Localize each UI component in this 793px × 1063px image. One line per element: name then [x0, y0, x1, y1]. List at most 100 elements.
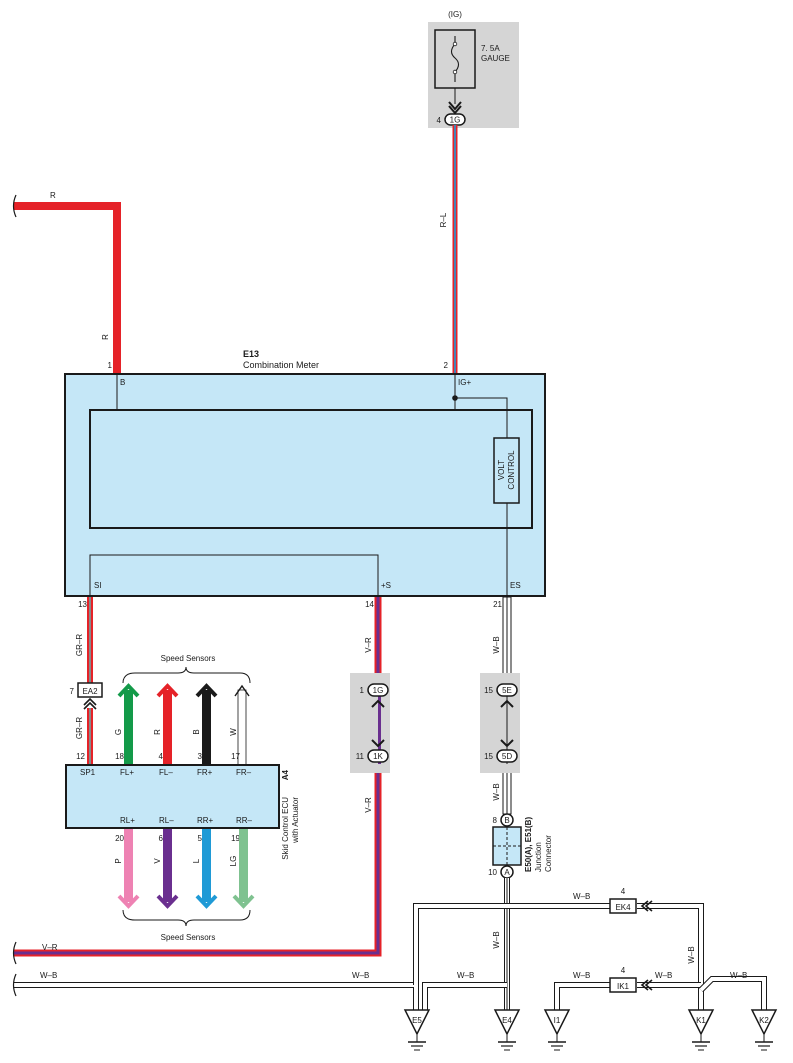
wire-label-gr-r-bottom: GR–R — [75, 717, 84, 739]
svg-text:4: 4 — [159, 752, 164, 761]
wire-label-w-b-k1: W–B — [687, 946, 696, 963]
fuse-icon — [450, 36, 460, 82]
svg-text:SP1: SP1 — [80, 768, 96, 777]
svg-text:7: 7 — [70, 687, 75, 696]
connector-ik1: IK1 4 — [609, 966, 653, 993]
svg-text:FL–: FL– — [159, 768, 173, 777]
wire-label-r-side: R — [101, 334, 110, 340]
svg-text:15: 15 — [484, 752, 493, 761]
svg-text:8: 8 — [493, 816, 498, 825]
combination-meter: E13 Combination Meter VOLT CONTROL B IG+… — [64, 349, 546, 597]
svg-text:K2: K2 — [759, 1016, 769, 1025]
wire-label-v-r-mid: V–R — [364, 797, 373, 813]
svg-text:I1: I1 — [554, 1016, 561, 1025]
wire-label-w-b-junction: W–B — [492, 783, 501, 800]
meter-pin-b-num: 1 — [108, 361, 113, 370]
wire-r — [12, 194, 121, 373]
ground-wiring — [12, 878, 767, 1010]
speed-sensors-top-label: Speed Sensors — [161, 654, 216, 663]
fuse-gauge: (IG) 7. 5A GAUGE 1G 4 — [428, 10, 519, 128]
connector-1g-1k: 1G 1K 1 11 — [350, 673, 390, 773]
speed-sensor-wires-top — [117, 683, 250, 766]
svg-text:IK1: IK1 — [617, 982, 630, 991]
svg-text:B: B — [504, 816, 509, 825]
svg-text:FL+: FL+ — [120, 768, 134, 777]
wire-label-w-b-es: W–B — [492, 636, 501, 653]
fuse-rating: 7. 5A — [481, 44, 500, 53]
svg-text:E50(A), E51(B): E50(A), E51(B) — [524, 817, 533, 872]
connector-5e-5d: 5E 5D 15 15 — [480, 673, 520, 773]
svg-text:Connector: Connector — [544, 835, 553, 872]
ground-icon — [547, 1033, 567, 1051]
wire-label-w-b-k1-left: W–B — [655, 971, 672, 980]
svg-text:11: 11 — [356, 752, 365, 761]
wire-label-w-b-k2: W–B — [730, 971, 747, 980]
wire-label-g: G — [114, 729, 123, 735]
meter-pin-si: SI — [94, 581, 102, 590]
ground-k2: K2 — [750, 1009, 778, 1051]
wire-label-p: P — [114, 858, 123, 863]
svg-text:RR–: RR– — [236, 816, 253, 825]
junction-connector: B 8 A 10 E50(A), E51(B) Junction Connect… — [488, 813, 553, 879]
svg-text:EK4: EK4 — [615, 903, 631, 912]
svg-text:EA2: EA2 — [82, 687, 98, 696]
svg-text:K1: K1 — [696, 1016, 706, 1025]
svg-text:1K: 1K — [373, 752, 383, 761]
wire-label-w-b-lower: W–B — [492, 931, 501, 948]
wire-label-w-b-ik1: W–B — [573, 971, 590, 980]
ground-e5: E5 — [403, 1009, 431, 1051]
wire-label-lg: LG — [229, 856, 238, 867]
wire-r-l — [452, 125, 458, 373]
wire-label-r-fl: R — [153, 729, 162, 735]
wire-label-w-b-ek4: W–B — [573, 892, 590, 901]
svg-text:17: 17 — [231, 752, 240, 761]
ecu-id: A4 — [281, 769, 290, 780]
svg-text:FR+: FR+ — [197, 768, 213, 777]
svg-text:4: 4 — [621, 966, 626, 975]
meter-pin-si-num: 13 — [78, 600, 87, 609]
svg-text:A: A — [504, 868, 510, 877]
skid-control-ecu: SP1 FL+ FL– FR+ FR– RL+ RL– RR+ RR– — [65, 764, 280, 829]
connector-ea2: EA2 7 — [70, 682, 103, 710]
svg-text:E5: E5 — [412, 1016, 422, 1025]
meter-pin-es: ES — [510, 581, 521, 590]
wire-label-w-b-e5: W–B — [352, 971, 369, 980]
svg-text:FR–: FR– — [236, 768, 252, 777]
ecu-name-2: with Actuator — [291, 797, 300, 844]
wire-label-w-b-left: W–B — [40, 971, 57, 980]
meter-pin-ig-num: 2 — [444, 361, 449, 370]
svg-text:RL–: RL– — [159, 816, 174, 825]
speed-sensors-bottom-brace — [122, 909, 251, 927]
svg-text:CONTROL: CONTROL — [507, 450, 516, 490]
svg-text:RL+: RL+ — [120, 816, 135, 825]
fuse-pin: 4 — [437, 116, 442, 125]
svg-text:10: 10 — [488, 868, 497, 877]
svg-text:1: 1 — [360, 686, 365, 695]
svg-text:1G: 1G — [373, 686, 384, 695]
wire-gr-r — [87, 597, 93, 765]
svg-text:15: 15 — [484, 686, 493, 695]
fuse-name: GAUGE — [481, 54, 510, 63]
wire-label-w: W — [229, 728, 238, 736]
svg-text:18: 18 — [115, 752, 124, 761]
svg-text:RR+: RR+ — [197, 816, 214, 825]
svg-text:5D: 5D — [502, 752, 512, 761]
ground-e4: E4 — [493, 1009, 521, 1051]
speed-sensors-top-brace — [122, 666, 251, 684]
meter-pin-s: +S — [381, 581, 391, 590]
svg-text:E4: E4 — [502, 1016, 512, 1025]
svg-text:VOLT: VOLT — [497, 460, 506, 480]
meter-pin-ig: IG+ — [458, 378, 471, 387]
speed-sensor-wires-bottom — [117, 829, 255, 909]
wire-label-l: L — [192, 858, 201, 863]
wire-label-v: V — [153, 858, 162, 864]
meter-pin-es-num: 21 — [493, 600, 502, 609]
ecu-name-1: Skid Control ECU — [281, 797, 290, 860]
svg-text:19: 19 — [231, 834, 240, 843]
svg-text:12: 12 — [76, 752, 85, 761]
wire-label-r-l: R–L — [439, 212, 448, 227]
ground-icon — [407, 1033, 427, 1051]
svg-text:4: 4 — [621, 887, 626, 896]
meter-name: Combination Meter — [243, 360, 319, 370]
